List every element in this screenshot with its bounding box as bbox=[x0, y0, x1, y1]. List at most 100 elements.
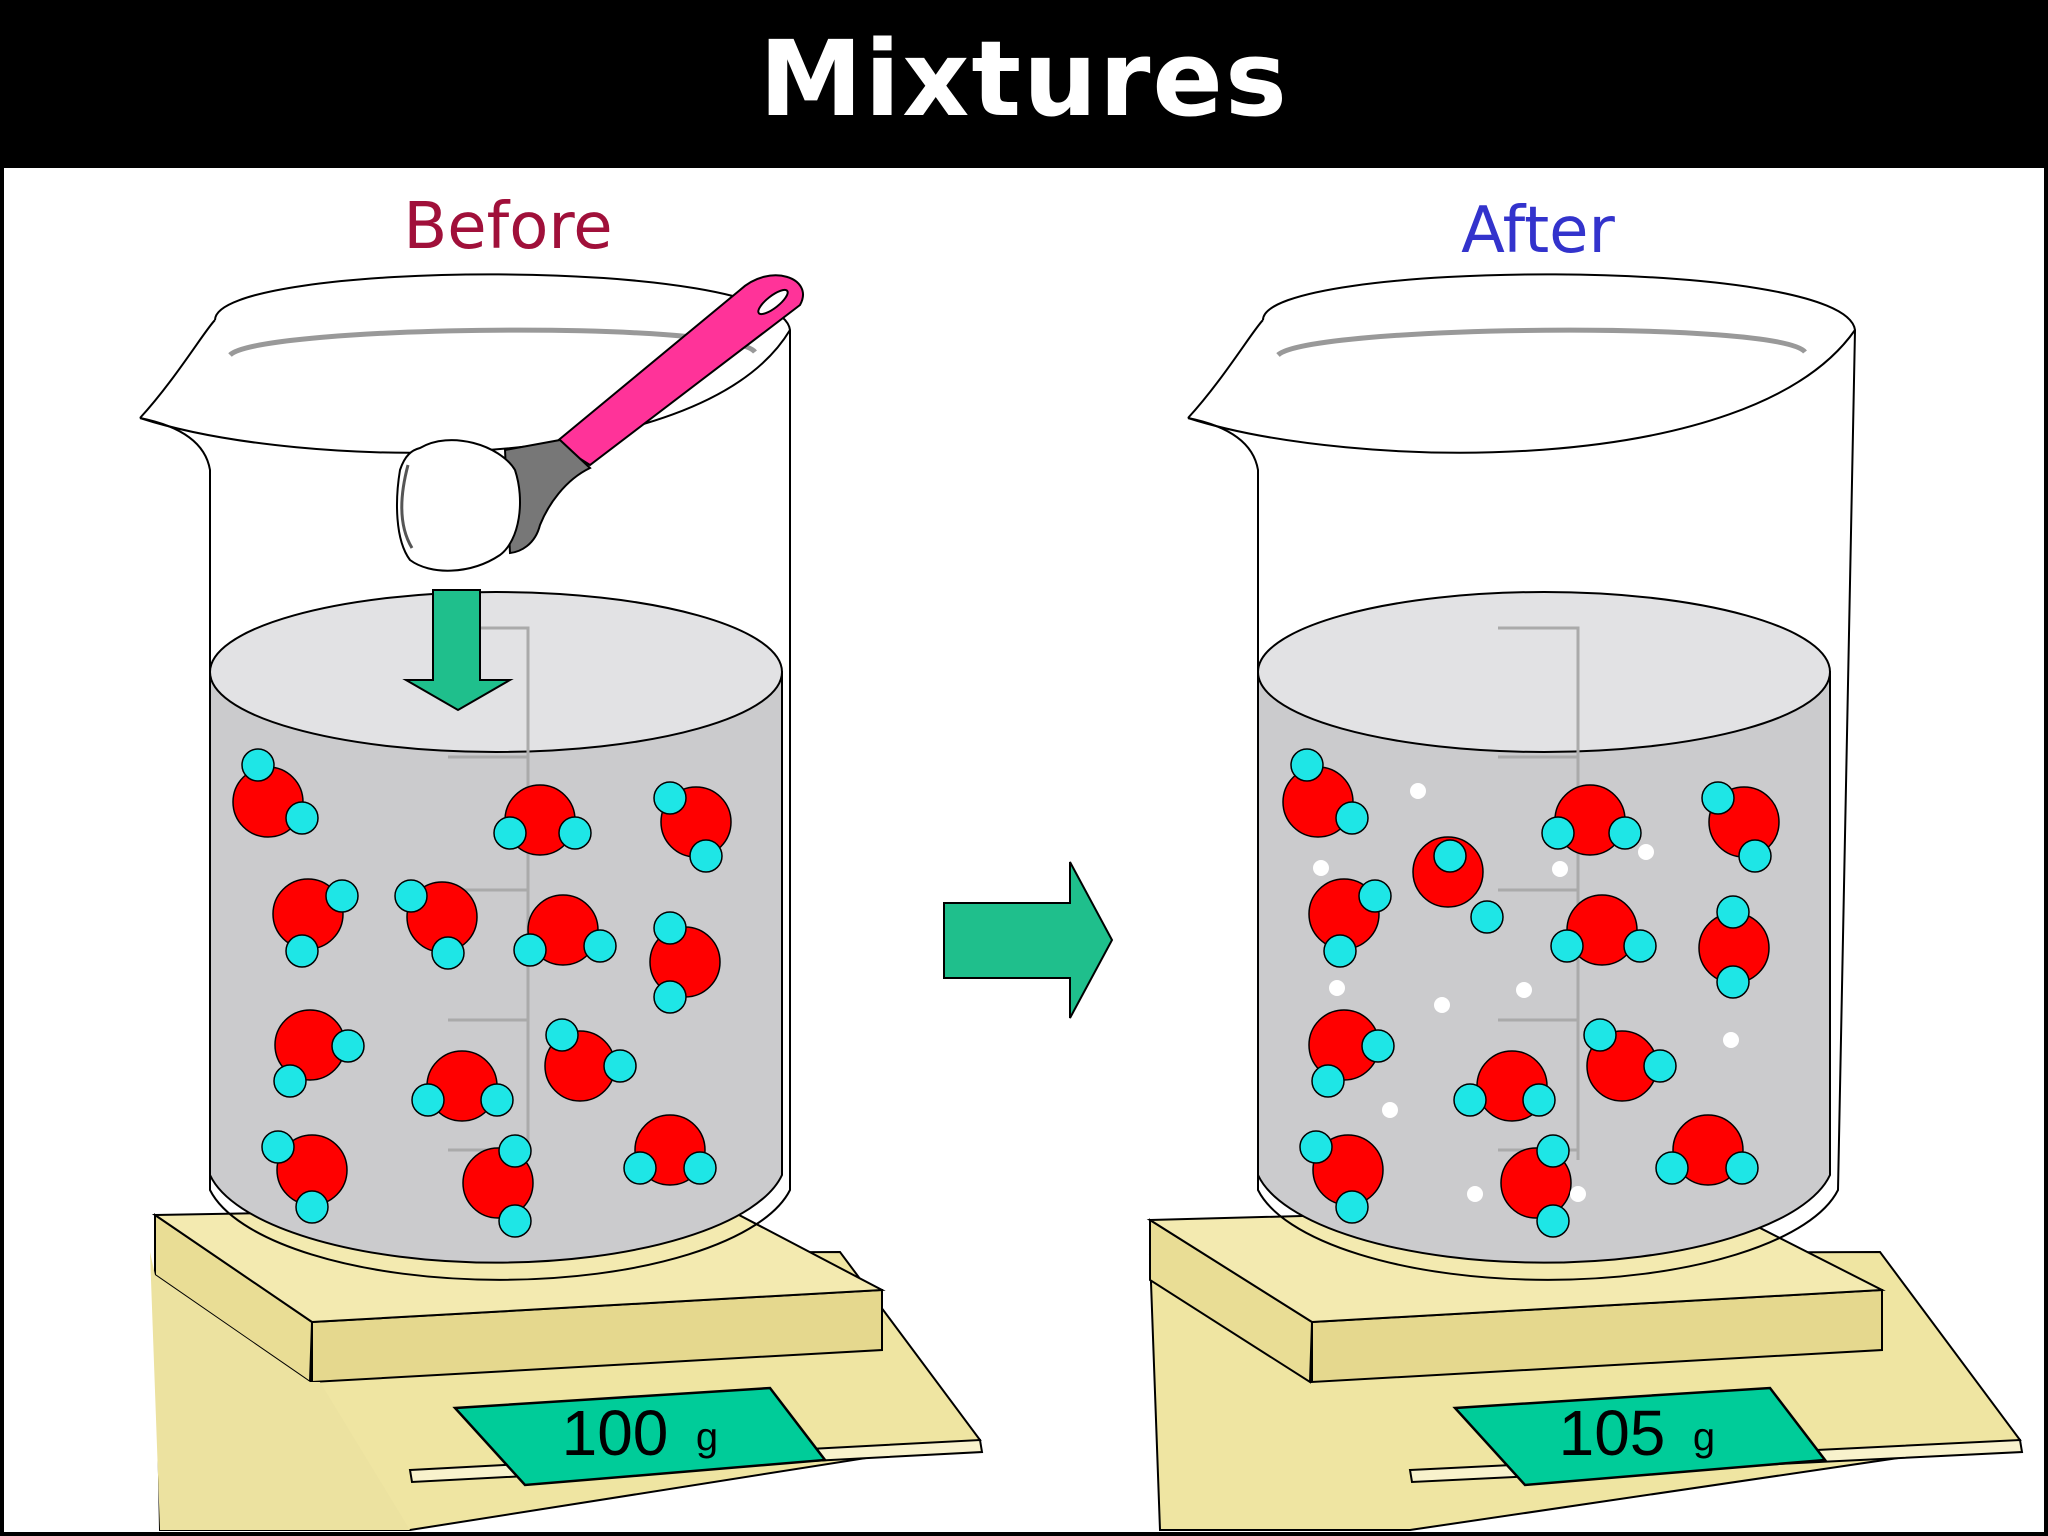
dissolved-particle bbox=[1329, 980, 1345, 996]
hydrogen-atom bbox=[1361, 1029, 1395, 1063]
before-scale-unit: g bbox=[696, 1415, 718, 1459]
hydrogen-atom bbox=[558, 816, 592, 850]
hydrogen-atom bbox=[1299, 1130, 1333, 1164]
dissolved-particle bbox=[1570, 1186, 1586, 1202]
spoon-icon bbox=[396, 274, 804, 572]
hydrogen-atom bbox=[285, 934, 319, 968]
down-arrow-icon bbox=[402, 589, 514, 712]
scale-display: 105 g bbox=[1452, 1386, 1828, 1487]
after-scale-unit: g bbox=[1693, 1415, 1715, 1459]
hydrogen-atom bbox=[603, 1049, 637, 1083]
hydrogen-atom bbox=[1655, 1151, 1689, 1185]
water-molecule-icon bbox=[1308, 1009, 1395, 1098]
water-molecule-icon bbox=[394, 879, 478, 970]
hydrogen-atom bbox=[1323, 934, 1357, 968]
before-group: Before 100 g bbox=[139, 190, 984, 1531]
hydrogen-atom bbox=[623, 1151, 657, 1185]
before-scale-value: 100 bbox=[562, 1397, 669, 1469]
water-molecule-icon bbox=[544, 1018, 637, 1102]
hydrogen-atom bbox=[261, 1130, 295, 1164]
hydrogen-atom bbox=[1716, 895, 1750, 929]
right-arrow-icon bbox=[943, 861, 1114, 1019]
hydrogen-atom bbox=[498, 1134, 532, 1168]
dissolved-particle bbox=[1382, 1102, 1398, 1118]
water-molecule-icon bbox=[1308, 878, 1392, 968]
water-molecule-icon bbox=[1412, 836, 1504, 934]
water-molecule-icon bbox=[261, 1130, 348, 1224]
water-molecule-icon bbox=[1701, 781, 1780, 873]
water-molecule-icon bbox=[1299, 1130, 1384, 1224]
hydrogen-atom bbox=[1522, 1083, 1556, 1117]
water-molecule-icon bbox=[232, 748, 319, 838]
water-molecule-icon bbox=[1698, 895, 1770, 999]
hydrogen-atom bbox=[1583, 1018, 1617, 1052]
hydrogen-atom bbox=[1643, 1049, 1677, 1083]
hydrogen-atom bbox=[1433, 839, 1467, 873]
hydrogen-atom bbox=[689, 839, 723, 873]
hydrogen-atom bbox=[285, 801, 319, 835]
dissolved-particle bbox=[1638, 844, 1654, 860]
hydrogen-atom bbox=[1541, 816, 1575, 850]
molecules-before bbox=[232, 748, 732, 1238]
dissolved-particle bbox=[1516, 982, 1532, 998]
scale-display: 100 g bbox=[452, 1386, 828, 1487]
dissolved-particle bbox=[1723, 1032, 1739, 1048]
hydrogen-atom bbox=[1738, 839, 1772, 873]
hydrogen-atom bbox=[545, 1018, 579, 1052]
water-molecule-icon bbox=[462, 1134, 534, 1238]
water-molecule-icon bbox=[272, 878, 359, 968]
hydrogen-atom bbox=[273, 1064, 307, 1098]
beaker-icon bbox=[1187, 273, 1857, 1281]
dissolved-particle bbox=[1313, 860, 1329, 876]
hydrogen-atom bbox=[394, 879, 428, 913]
hydrogen-atom bbox=[583, 929, 617, 963]
dissolved-particle bbox=[1434, 997, 1450, 1013]
hydrogen-atom bbox=[1335, 1190, 1369, 1224]
hydrogen-atom bbox=[498, 1204, 532, 1238]
dissolved-particle bbox=[1410, 783, 1426, 799]
hydrogen-atom bbox=[1536, 1134, 1570, 1168]
water-molecule-icon bbox=[1453, 1050, 1556, 1122]
molecules-after bbox=[1282, 748, 1780, 1238]
water-molecule-icon bbox=[1541, 784, 1642, 856]
hydrogen-atom bbox=[1725, 1151, 1759, 1185]
hydrogen-atom bbox=[431, 936, 465, 970]
water-molecule-icon bbox=[1550, 894, 1657, 966]
water-molecule-icon bbox=[649, 911, 721, 1014]
hydrogen-atom bbox=[1701, 781, 1735, 815]
hydrogen-atom bbox=[331, 1029, 365, 1063]
hydrogen-atom bbox=[295, 1190, 329, 1224]
dissolved-particle bbox=[1467, 1186, 1483, 1202]
water-molecule-icon bbox=[623, 1114, 717, 1186]
dissolved-particle bbox=[1552, 861, 1568, 877]
hydrogen-atom bbox=[1608, 816, 1642, 850]
hydrogen-atom bbox=[653, 980, 687, 1014]
hydrogen-atom bbox=[1358, 879, 1392, 913]
water-molecule-icon bbox=[1583, 1018, 1677, 1102]
water-molecule-icon bbox=[411, 1050, 514, 1122]
hydrogen-atom bbox=[241, 748, 275, 782]
hydrogen-atom bbox=[1311, 1064, 1345, 1098]
dissolved-particles bbox=[1313, 783, 1739, 1202]
title-bar: Mixtures bbox=[0, 0, 2048, 166]
hydrogen-atom bbox=[493, 816, 527, 850]
water-molecule-icon bbox=[1282, 748, 1369, 838]
hydrogen-atom bbox=[411, 1083, 445, 1117]
page-title: Mixtures bbox=[759, 18, 1289, 140]
water-molecule-icon bbox=[1655, 1114, 1759, 1186]
hydrogen-atom bbox=[325, 879, 359, 913]
water-molecule-icon bbox=[653, 781, 732, 873]
water-molecule-icon bbox=[273, 1009, 365, 1098]
hydrogen-atom bbox=[513, 933, 547, 967]
hydrogen-atom bbox=[1716, 965, 1750, 999]
hydrogen-atom bbox=[1290, 748, 1324, 782]
hydrogen-atom bbox=[1536, 1204, 1570, 1238]
hydrogen-atom bbox=[1470, 900, 1504, 934]
after-group: After 105 g bbox=[1146, 194, 2024, 1531]
hydrogen-atom bbox=[1335, 801, 1369, 835]
hydrogen-atom bbox=[1623, 929, 1657, 963]
hydrogen-atom bbox=[1453, 1083, 1487, 1117]
water-molecule-icon bbox=[1500, 1134, 1572, 1238]
after-label: After bbox=[1461, 194, 1615, 268]
